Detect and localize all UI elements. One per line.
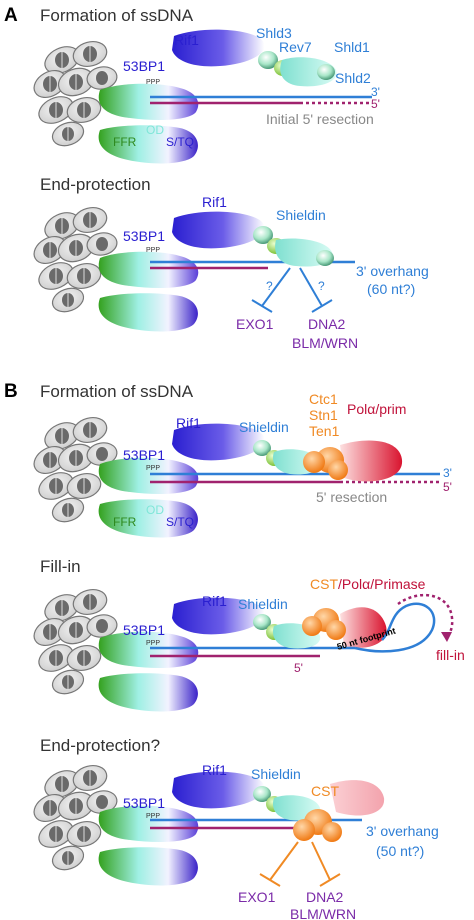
b1-rif1-label: Rif1 (176, 415, 201, 431)
a1-shld3-label: Shld3 (256, 25, 292, 41)
a2-dna2-label: DNA2 (308, 316, 346, 332)
panel-b-fillin-heading: Fill-in (40, 557, 81, 576)
b2-53bp1-label: 53BP1 (123, 622, 165, 638)
a2-shieldin-label: Shieldin (276, 207, 326, 223)
panel-b-formation-heading: Formation of ssDNA (40, 382, 194, 401)
b1-ten1-label: Ten1 (309, 423, 340, 439)
b3-overhang-length: (50 nt?) (376, 843, 424, 859)
b1-stn1-label: Stn1 (309, 407, 338, 423)
b1-3prime-label: 3' (443, 466, 452, 480)
a2-overhang-length: (60 nt?) (367, 281, 415, 297)
b2-5prime-label: 5' (294, 661, 303, 675)
b3-dna2-label: DNA2 (306, 889, 344, 905)
a2-ppp-label: PPP (146, 247, 160, 254)
a2-53bp1-label: 53BP1 (123, 228, 165, 244)
b1-5prime-label: 5' (443, 480, 452, 494)
b3-exo1-label: EXO1 (238, 889, 276, 905)
a1-od-label: OD (146, 123, 164, 137)
b1-ppp-label: PPP (146, 465, 160, 472)
panel-a-letter: A (4, 5, 18, 26)
a2-blm-label: BLM/WRN (292, 335, 358, 351)
panel-a-protection-heading: End-protection (40, 175, 151, 194)
panel-a-formation-heading: Formation of ssDNA (40, 6, 194, 25)
b3-ppp-label: PPP (146, 813, 160, 820)
b2-fillin-label: fill-in (436, 647, 465, 663)
a1-ppp-label: PPP (146, 79, 160, 86)
a1-ffr-label: FFR (113, 135, 137, 149)
a2-question-1: ? (266, 279, 273, 293)
b2-pol-label: /Polα/Primase (338, 576, 426, 592)
a1-resection-label: Initial 5' resection (266, 111, 374, 127)
b3-blm-label: BLM/WRN (290, 906, 356, 920)
a2-exo1-label: EXO1 (236, 316, 274, 332)
panel-b-formation-illustration (28, 413, 440, 538)
a1-5prime-label: 5' (371, 97, 380, 111)
b3-overhang-label: 3' overhang (366, 823, 439, 839)
b1-ffr-label: FFR (113, 515, 137, 529)
a1-53bp1-label: 53BP1 (123, 58, 165, 74)
panel-a-protection-illustration (28, 203, 355, 332)
panel-a-formation-illustration (28, 29, 372, 164)
b1-shieldin-label: Shieldin (239, 419, 289, 435)
a1-3prime-label: 3' (371, 85, 380, 99)
b3-53bp1-label: 53BP1 (123, 795, 165, 811)
a2-rif1-label: Rif1 (202, 194, 227, 210)
b2-cst-label: CST (310, 576, 338, 592)
b3-cst-label: CST (311, 783, 339, 799)
a1-shld2-label: Shld2 (335, 70, 371, 86)
b1-od-label: OD (146, 503, 164, 517)
a1-stq-label: S/TQ (166, 135, 194, 149)
b1-stq-label: S/TQ (166, 515, 194, 529)
b1-pol-label: Polα/prim (347, 401, 406, 417)
b2-shieldin-label: Shieldin (238, 596, 288, 612)
a2-overhang-label: 3' overhang (356, 263, 429, 279)
a1-shld1-label: Shld1 (334, 39, 370, 55)
b1-53bp1-label: 53BP1 (123, 447, 165, 463)
b2-ppp-label: PPP (146, 640, 160, 647)
b2-cst-pol-label: CST/Polα/Primase (310, 576, 426, 592)
a1-rif1-label: Rif1 (174, 32, 199, 48)
a2-question-2: ? (318, 279, 325, 293)
a1-rev7-label: Rev7 (279, 39, 312, 55)
panel-b-fillin-illustration (28, 585, 454, 712)
panel-b-protection-heading: End-protection? (40, 736, 160, 755)
b3-rif1-label: Rif1 (202, 762, 227, 778)
b3-shieldin-label: Shieldin (251, 766, 301, 782)
b1-ctc1-label: Ctc1 (309, 391, 338, 407)
b1-resection-label: 5' resection (316, 489, 387, 505)
panel-b-protection-illustration (28, 761, 385, 887)
b2-rif1-label: Rif1 (202, 593, 227, 609)
panel-b-letter: B (4, 381, 18, 402)
